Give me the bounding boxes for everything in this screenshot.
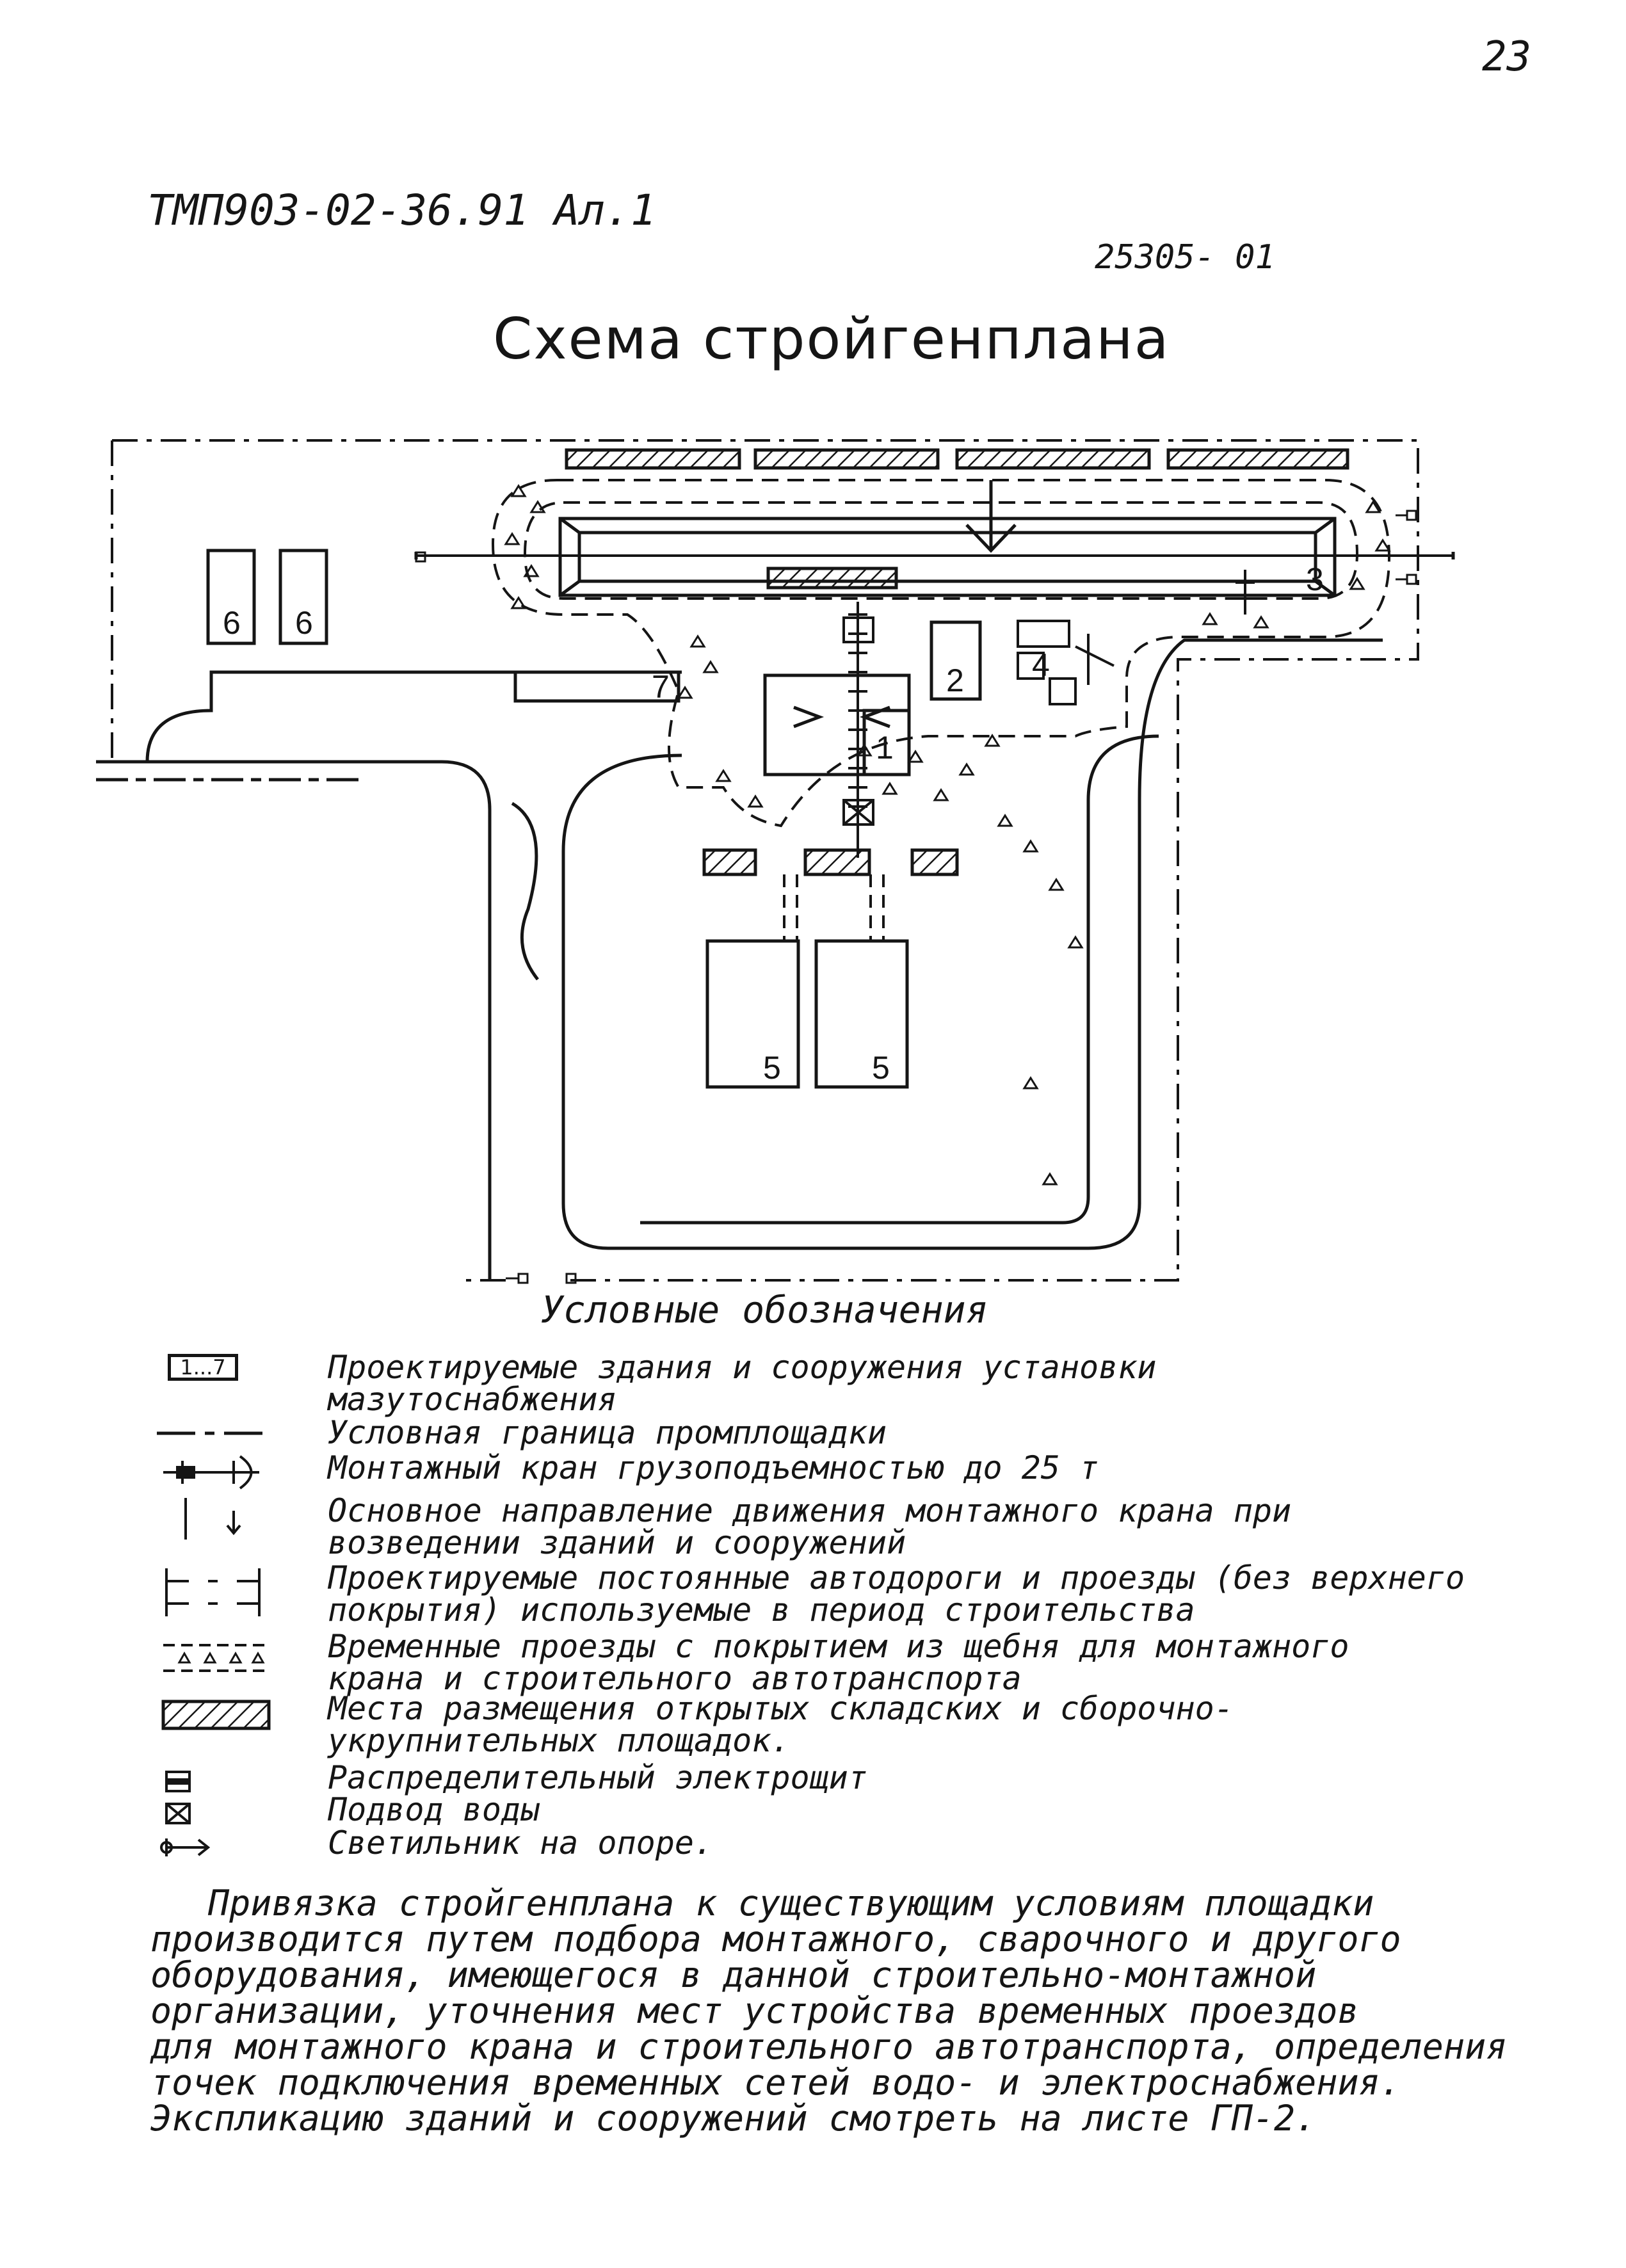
legend-text-line: покрытия) используемые в период строител… [328,1591,1195,1629]
document-code: ТМП903-02-36.91 Ал.1 [147,186,656,235]
site-boundary [111,439,1419,1282]
note-line: Экспликацию зданий и сооружений смотреть… [150,2098,1317,2139]
legend-symbol-boundary [157,1431,262,1435]
cranes [842,570,1255,858]
note-line: оборудования, имеющегося в данной строит… [150,1954,1317,1995]
legend-symbol-water-supply [165,1803,191,1824]
note-line: производится путем подбора монтажного, с… [150,1918,1401,1959]
legend-title: Условные обозначения [541,1288,988,1331]
legend-text-line: Условная граница промплощадки [328,1414,887,1451]
legend-symbol-building: 1...7 [168,1354,238,1381]
legend-text-line: Временные проезды с покрытием из щебня д… [328,1628,1349,1665]
legend-symbol-crane-direction [184,1498,241,1540]
note-line: для монтажного крана и строительного авт… [150,2026,1508,2067]
building-label-6b: 6 [295,605,313,641]
legend-text-line: Проектируемые здания и сооружения устано… [328,1349,1157,1386]
legend-symbol-permanent-road [165,1568,261,1616]
main-building [414,480,1455,597]
site-plan: 6 6 7 1 2 3 4 5 5 [96,439,1455,1284]
legend-symbol-electric-panel [165,1771,191,1792]
gravel-triangles [504,484,1391,1186]
legend-text-line: Подвод воды [328,1791,540,1828]
legend-text-line: Места размещения открытых складских и сб… [328,1690,1234,1727]
building-label-6a: 6 [223,605,241,641]
permanent-road [96,638,1383,1280]
legend-symbol-storage [161,1700,271,1730]
note-line: Привязка стройгенплана к существующим ус… [208,1883,1374,1924]
building-label-1: 1 [876,730,894,766]
sheet-code: 25305- 01 [1095,238,1275,277]
legend-text-line: мазутоснабжения [328,1381,617,1418]
legend-text-line: Монтажный кран грузоподъемностью до 25 т [328,1449,1099,1486]
page-number: 23 [1482,33,1532,81]
legend-text-line: Основное направление движения монтажного… [328,1492,1292,1529]
legend-text-line: укрупнительных площадок. [328,1722,791,1759]
legend-symbol-crane [163,1455,259,1490]
buildings [206,549,982,1089]
building-label-7: 7 [652,669,670,705]
legend-text-line: Проектируемые постоянные автодороги и пр… [328,1559,1465,1596]
building-label-5a: 5 [763,1050,781,1086]
legend-text-line: возведении зданий и сооружений [328,1524,906,1561]
legend-text-line: Распределительный электрощит [328,1759,867,1796]
legend-text-line: крана и строительного автотранспорта [328,1660,1022,1697]
building-label-2: 2 [946,663,964,698]
note-line: организации, уточнения мест устройства в… [150,1990,1359,2031]
light-poles [415,510,1417,1284]
crane-track-inner [523,501,1359,600]
building-label-4: 4 [1032,647,1050,683]
legend-symbol-gravel-road [163,1644,266,1672]
storage-areas [565,448,1349,876]
explanatory-note: Привязка стройгенплана к существующим ус… [150,1885,1507,2136]
scheme-title: Схема стройгенплана [493,306,1170,372]
legend-symbol-light-pole [160,1838,211,1856]
building-label-5b: 5 [872,1050,890,1086]
note-line: точек подключения временных сетей водо- … [150,2062,1401,2103]
legend-text-line: Светильник на опоре. [328,1824,714,1862]
building-label-3: 3 [1306,561,1324,597]
